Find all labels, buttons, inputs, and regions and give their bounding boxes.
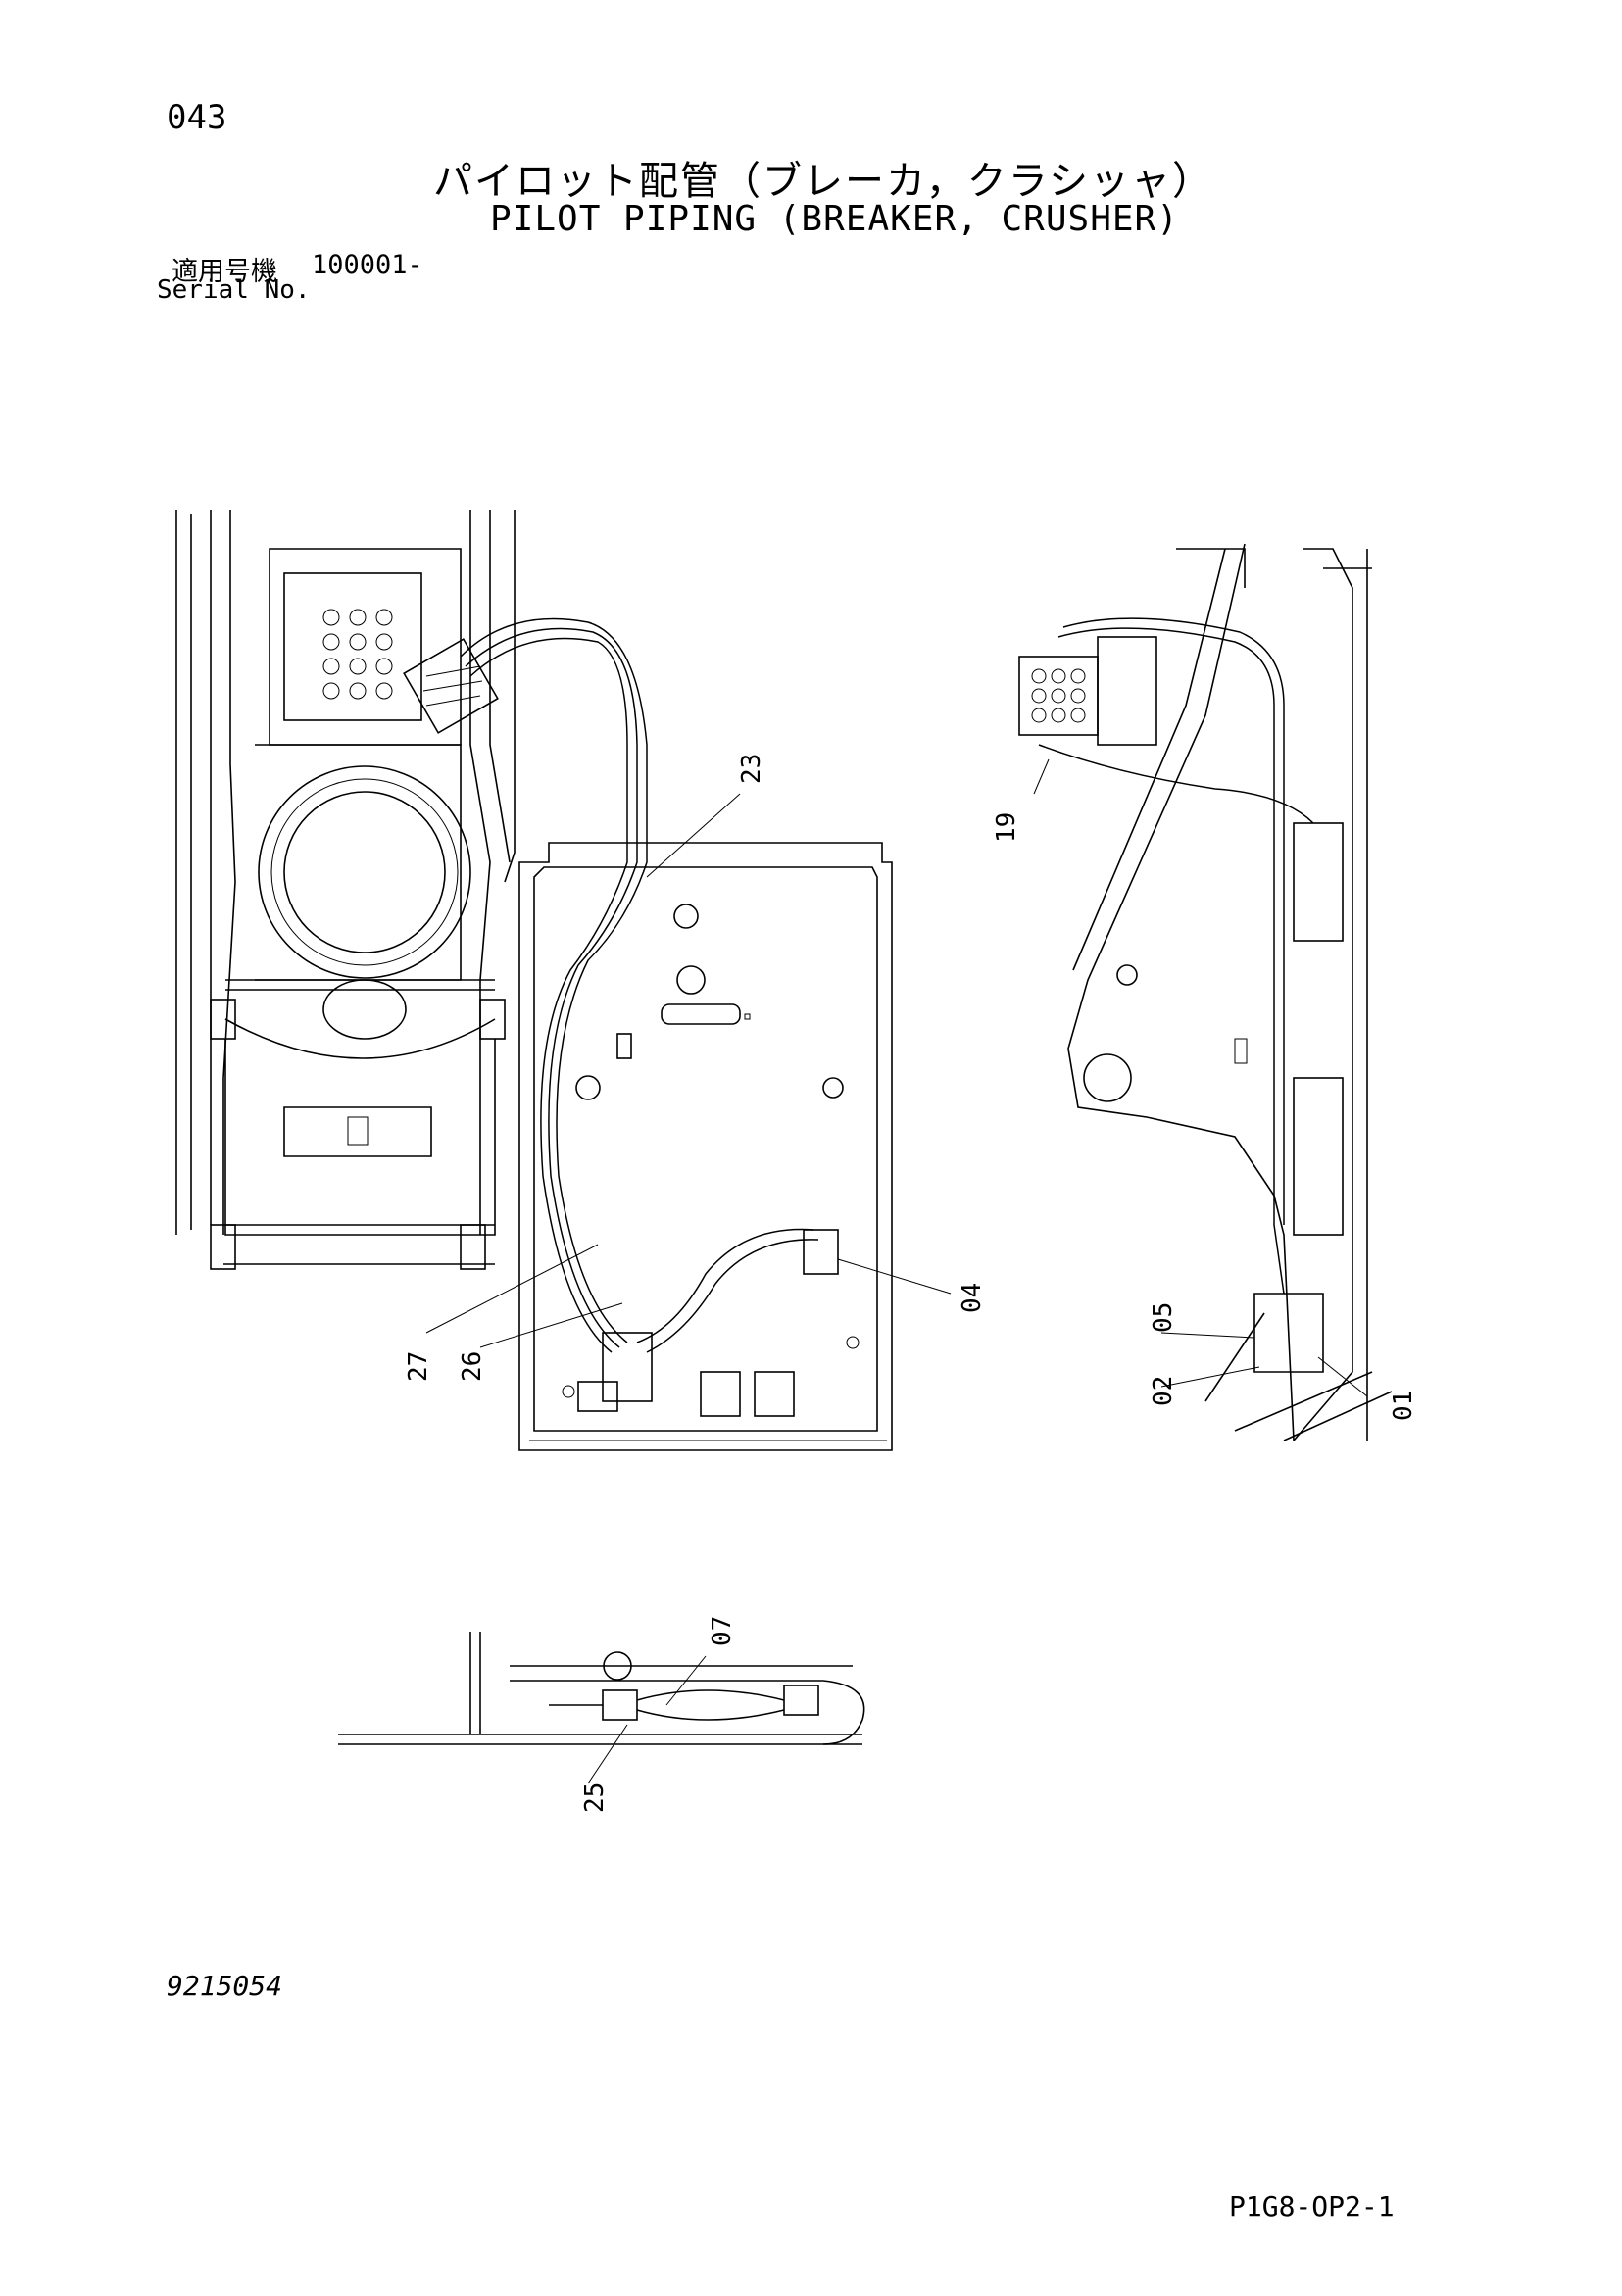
title-japanese: パイロット配管（ブレーカ，クラシッャ） (433, 159, 1213, 204)
serial-label-english: Serial No. (157, 275, 311, 305)
frame-top-view (175, 510, 516, 1270)
title-english: PILOT PIPING (BREAKER, CRUSHER) (490, 199, 1179, 239)
callout-labels: 23 19 04 27 26 05 02 01 07 25 (404, 754, 1418, 1813)
page-code: P1G8-OP2-1 (1229, 2190, 1395, 2223)
pilot-switch-hose (577, 1228, 819, 1412)
callout-23: 23 (737, 754, 766, 784)
callout-02: 02 (1149, 1376, 1178, 1406)
serial-range: 100001- (312, 250, 423, 280)
callout-27: 27 (404, 1351, 433, 1382)
cab-floor-plate (518, 842, 893, 1451)
callout-07: 07 (708, 1616, 737, 1646)
callout-01: 01 (1389, 1391, 1418, 1421)
page-number: 043 (167, 98, 227, 137)
callout-25: 25 (580, 1783, 610, 1813)
leader-lines (425, 758, 1368, 1784)
pilot-hose-bundle (460, 617, 648, 1353)
pedal-detail-view (338, 1632, 865, 1745)
frame-side-view (1018, 543, 1393, 1441)
callout-05: 05 (1149, 1302, 1178, 1333)
callout-04: 04 (958, 1283, 987, 1313)
serial-label-japanese: 適用号機 (172, 257, 277, 287)
callout-26: 26 (458, 1351, 487, 1382)
drawing-number: 9215054 (167, 1970, 283, 2002)
callout-19: 19 (992, 812, 1021, 843)
